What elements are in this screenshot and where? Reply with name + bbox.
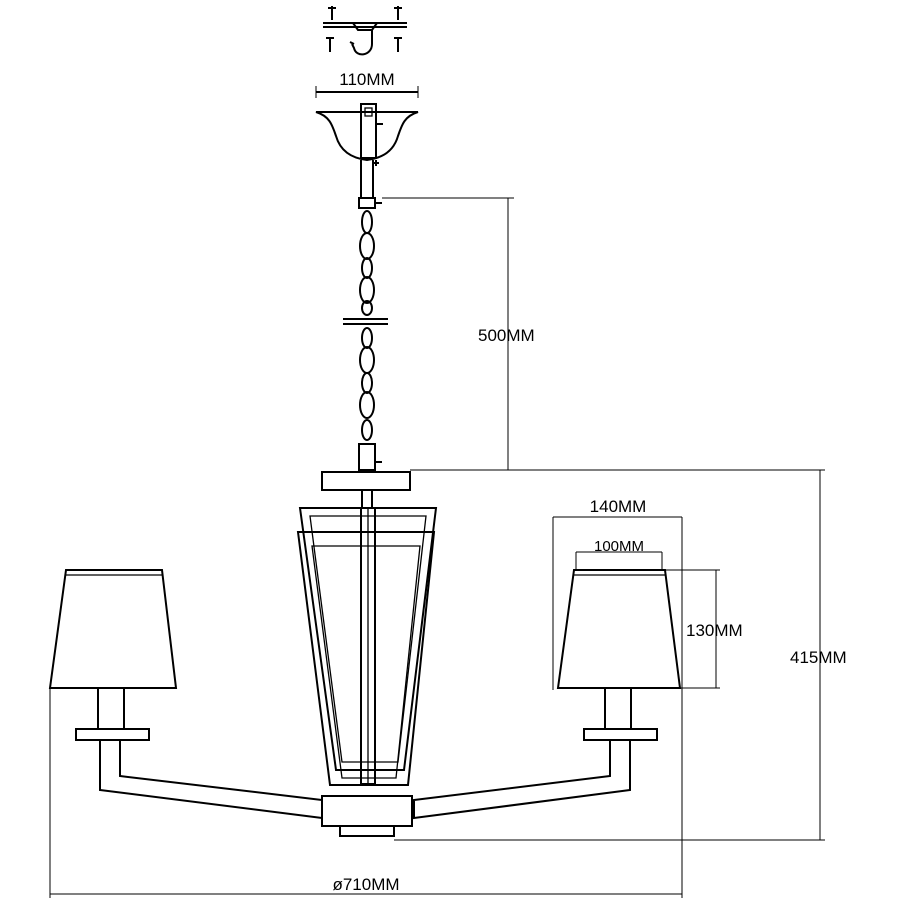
mounting-bracket — [323, 22, 407, 31]
central-frame — [296, 507, 438, 786]
left-shade — [48, 569, 178, 689]
left-arm — [75, 687, 323, 820]
shade-height-label: 130MM — [686, 621, 743, 640]
screw-icon — [326, 6, 336, 52]
shade-bottom-width-label: 140MM — [590, 497, 647, 516]
body-height-dimension — [394, 469, 825, 841]
shade-top-width-dimension — [575, 551, 663, 570]
mounting-hardware — [323, 6, 407, 56]
top-plate — [321, 471, 411, 491]
overall-diameter-label: ø710MM — [332, 875, 399, 894]
shade-height-dimension — [665, 569, 720, 689]
hook-icon — [349, 30, 373, 56]
overall-diameter-dimension — [49, 688, 683, 898]
right-arm — [413, 687, 658, 820]
canopy-width-label: 110MM — [339, 70, 394, 89]
chain-length-label: 500MM — [478, 326, 535, 345]
shade-bottom-width-dimension — [552, 516, 683, 690]
bottom-finial — [339, 825, 395, 837]
right-shade — [556, 569, 682, 689]
ceiling-canopy — [315, 86, 419, 166]
shade-top-width-label: 100MM — [594, 538, 644, 555]
downrod-and-chain — [343, 160, 388, 471]
body-height-label: 415MM — [790, 648, 847, 667]
central-hub — [321, 795, 413, 827]
screw-icon — [394, 6, 402, 52]
